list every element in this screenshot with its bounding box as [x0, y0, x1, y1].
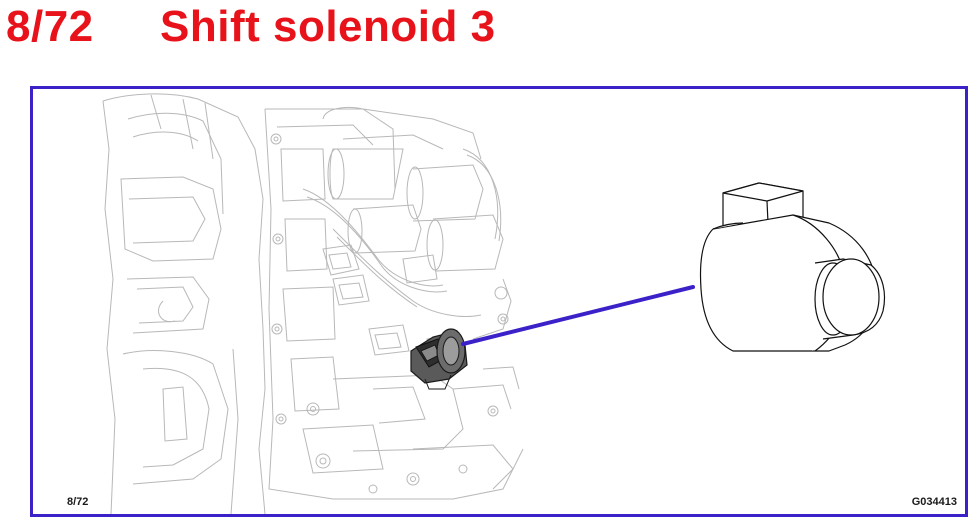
solenoid-detail [699, 182, 886, 352]
shift-solenoid-3 [410, 328, 468, 390]
transmission-housing [102, 93, 524, 514]
transmission-illustration [102, 93, 886, 514]
illustration-frame: 8/72 G034413 [30, 86, 968, 517]
figure-code: G034413 [911, 496, 957, 508]
page-title: Shift solenoid 3 [160, 2, 496, 51]
leader-line [461, 285, 695, 346]
figure-page-number: 8/72 [67, 496, 89, 508]
page-number: 8/72 [6, 2, 94, 51]
